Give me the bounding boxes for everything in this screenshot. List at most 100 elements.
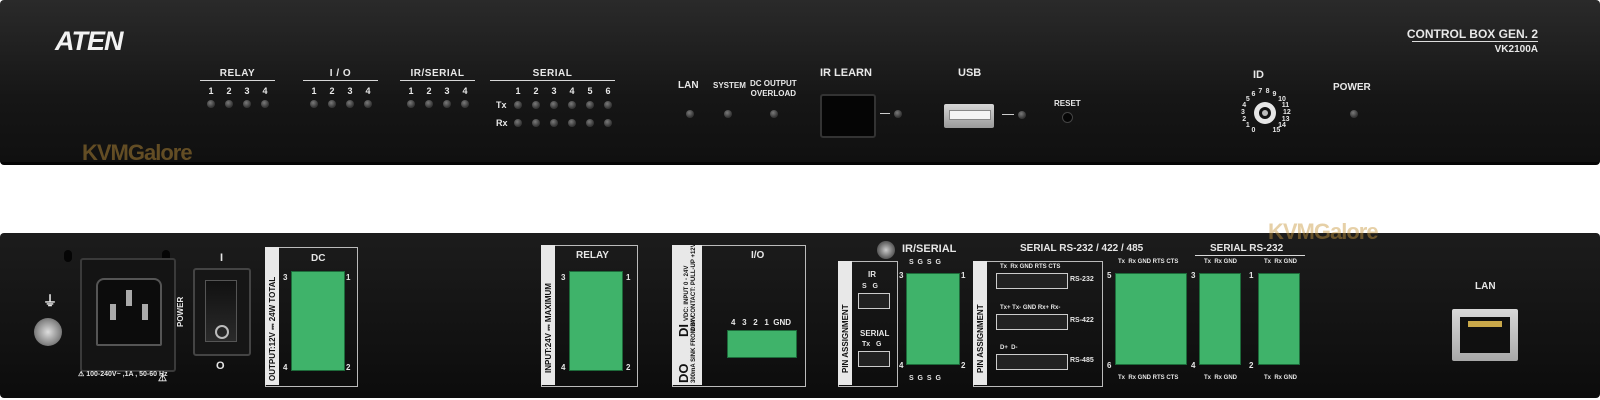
serial-rx-led-3 xyxy=(550,119,558,127)
dc-n1: 1 xyxy=(346,273,351,282)
ir-label: IR xyxy=(868,270,876,279)
ir-serial-n2: 2 xyxy=(961,361,966,370)
ir-serial-num-4: 4 xyxy=(462,86,468,96)
serial-tx-led-4 xyxy=(568,101,576,109)
serial-line xyxy=(490,80,615,81)
ir-learn-line xyxy=(880,113,890,114)
serial-rx-led-2 xyxy=(532,119,540,127)
relay-num-3: 3 xyxy=(244,86,250,96)
id-dial-number: 6 xyxy=(1251,90,1256,98)
io-di-label: DI xyxy=(676,324,691,337)
serial-tx-label: Tx xyxy=(496,100,507,110)
io-leds xyxy=(310,100,372,108)
serial-232-pins-b: Tx Rx GND xyxy=(1264,259,1298,265)
lan-led xyxy=(686,110,694,118)
switch-off-mark: O xyxy=(216,360,225,372)
rs485-pin-labels: D+ D- xyxy=(1000,345,1018,351)
dc-overload-led xyxy=(770,110,778,118)
io-pin-labels: 4 3 2 1 GND xyxy=(731,318,792,327)
ir-pin-assignment-label: PIN ASSIGNMENT xyxy=(841,304,850,373)
power-rating: ⚠ 100-240V~ ,1A , 50-60 Hz xyxy=(78,371,168,378)
system-label: SYSTEM xyxy=(713,81,746,90)
lan-port[interactable] xyxy=(1452,309,1518,361)
dc-overload-label: DC OUTPUT OVERLOAD xyxy=(750,79,797,99)
reset-button[interactable] xyxy=(1062,112,1073,123)
io-do-text: 300mA SINK FROM 24V xyxy=(691,315,697,383)
ir-learn-label: IR LEARN xyxy=(820,67,872,79)
ir-serial-terminal-block[interactable] xyxy=(906,273,960,365)
dc-overload-line1: DC OUTPUT xyxy=(750,79,797,88)
power-led xyxy=(1350,110,1358,118)
serial-485-title: SERIAL RS-232 / 422 / 485 xyxy=(1020,243,1144,254)
rs-pin-strip xyxy=(973,261,987,385)
ir-serial-led-2 xyxy=(425,100,433,108)
power-switch-label: POWER xyxy=(176,296,185,327)
id-dial-number: 14 xyxy=(1278,122,1286,130)
serial-rx-led-4 xyxy=(568,119,576,127)
ground-icon: ⏚ xyxy=(43,293,57,309)
rs422-diagram xyxy=(996,314,1068,330)
ir-serial-leds xyxy=(407,100,469,108)
dc-n4: 4 xyxy=(283,363,288,372)
io-side-strip xyxy=(672,245,702,385)
ir-serial-n1: 1 xyxy=(961,271,966,280)
rs232-pin-labels: Tx Rx GND RTS CTS xyxy=(1000,264,1061,270)
serial-tx-led-1 xyxy=(514,101,522,109)
dc-overload-line2: OVERLOAD xyxy=(750,89,796,98)
aten-logo: ATEN xyxy=(55,26,123,56)
serial-num-4: 4 xyxy=(569,86,575,96)
id-label: ID xyxy=(1253,69,1264,81)
id-dial-number: 11 xyxy=(1281,101,1290,109)
ir-serial-num-2: 2 xyxy=(426,86,432,96)
relay-led-4 xyxy=(261,100,269,108)
ir-serial-led-1 xyxy=(407,100,415,108)
system-led xyxy=(724,110,732,118)
ir-serial-title: IR/SERIAL xyxy=(410,68,465,79)
mount-hole xyxy=(64,250,72,262)
relay-n1: 1 xyxy=(626,273,631,282)
io-terminal-block[interactable] xyxy=(727,330,797,358)
power-switch[interactable] xyxy=(193,268,251,356)
serial-num-6: 6 xyxy=(605,86,611,96)
relay-num-4: 4 xyxy=(262,86,268,96)
id-dial-number: 10 xyxy=(1278,95,1286,103)
id-dial-graphic xyxy=(1254,102,1276,124)
usb-port-tongue xyxy=(949,110,991,120)
io-num-3: 3 xyxy=(347,86,353,96)
io-led-1 xyxy=(310,100,318,108)
dc-title: DC xyxy=(311,253,326,264)
relay-terminal-block[interactable] xyxy=(569,271,623,371)
rs-n6: 6 xyxy=(1107,361,1112,370)
rs232-label: RS-232 xyxy=(1070,276,1094,283)
rs232-diagram xyxy=(996,273,1068,289)
relay-side-text: INPUT:24V ⎓ MAXIMUM xyxy=(544,283,553,373)
rear-watermark: KVMGalore xyxy=(1268,219,1379,244)
ir-learn-led xyxy=(894,110,902,118)
id-dial-number: 1 xyxy=(1245,122,1250,130)
dc-terminal-block[interactable] xyxy=(291,271,345,371)
rs232-terminal-block-b[interactable] xyxy=(1258,273,1300,365)
io-num-1: 1 xyxy=(311,86,317,96)
relay-n2: 2 xyxy=(626,363,631,372)
dc-side-text: OUTPUT:12V ⎓ 24W TOTAL xyxy=(268,276,277,381)
serial-tx-led-3 xyxy=(550,101,558,109)
ir-serial-num-1: 1 xyxy=(408,86,414,96)
ir-serial-led-3 xyxy=(443,100,451,108)
title-divider xyxy=(1412,41,1538,42)
relay-n3: 3 xyxy=(561,273,566,282)
power-inlet[interactable] xyxy=(80,258,176,372)
usb-port[interactable] xyxy=(944,104,994,128)
ir-serial-led-4 xyxy=(461,100,469,108)
relay-side-strip xyxy=(541,245,555,385)
io-numbers: 1 2 3 4 xyxy=(305,86,377,96)
rs232-terminal-block-a[interactable] xyxy=(1199,273,1241,365)
serial-num-5: 5 xyxy=(587,86,593,96)
serial-rx-leds xyxy=(514,119,612,127)
rs-serial-terminal-block[interactable] xyxy=(1115,273,1187,365)
io-line xyxy=(303,80,378,81)
ir-learn-window xyxy=(820,94,876,138)
serial-232-n4: 4 xyxy=(1191,361,1196,370)
model-number: VK2100A xyxy=(1494,44,1538,55)
io-title-rear: I/O xyxy=(751,250,765,261)
